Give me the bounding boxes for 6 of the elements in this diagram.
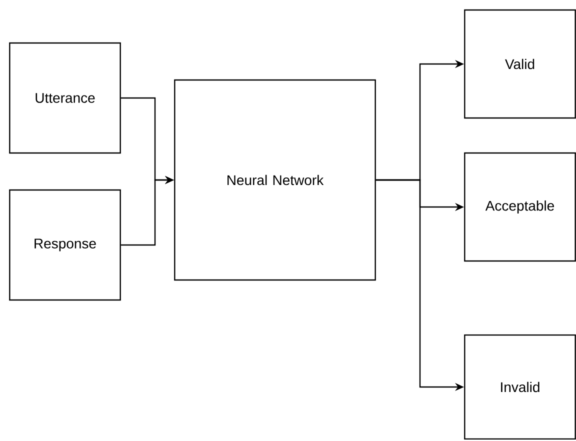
process-box: Utterance bbox=[9, 42, 121, 154]
process-box: Invalid bbox=[464, 334, 576, 440]
process-box: Acceptable bbox=[464, 152, 576, 262]
process-box: Response bbox=[9, 189, 121, 301]
process-box: Valid bbox=[464, 9, 576, 119]
process-box: Neural Network bbox=[174, 79, 376, 281]
